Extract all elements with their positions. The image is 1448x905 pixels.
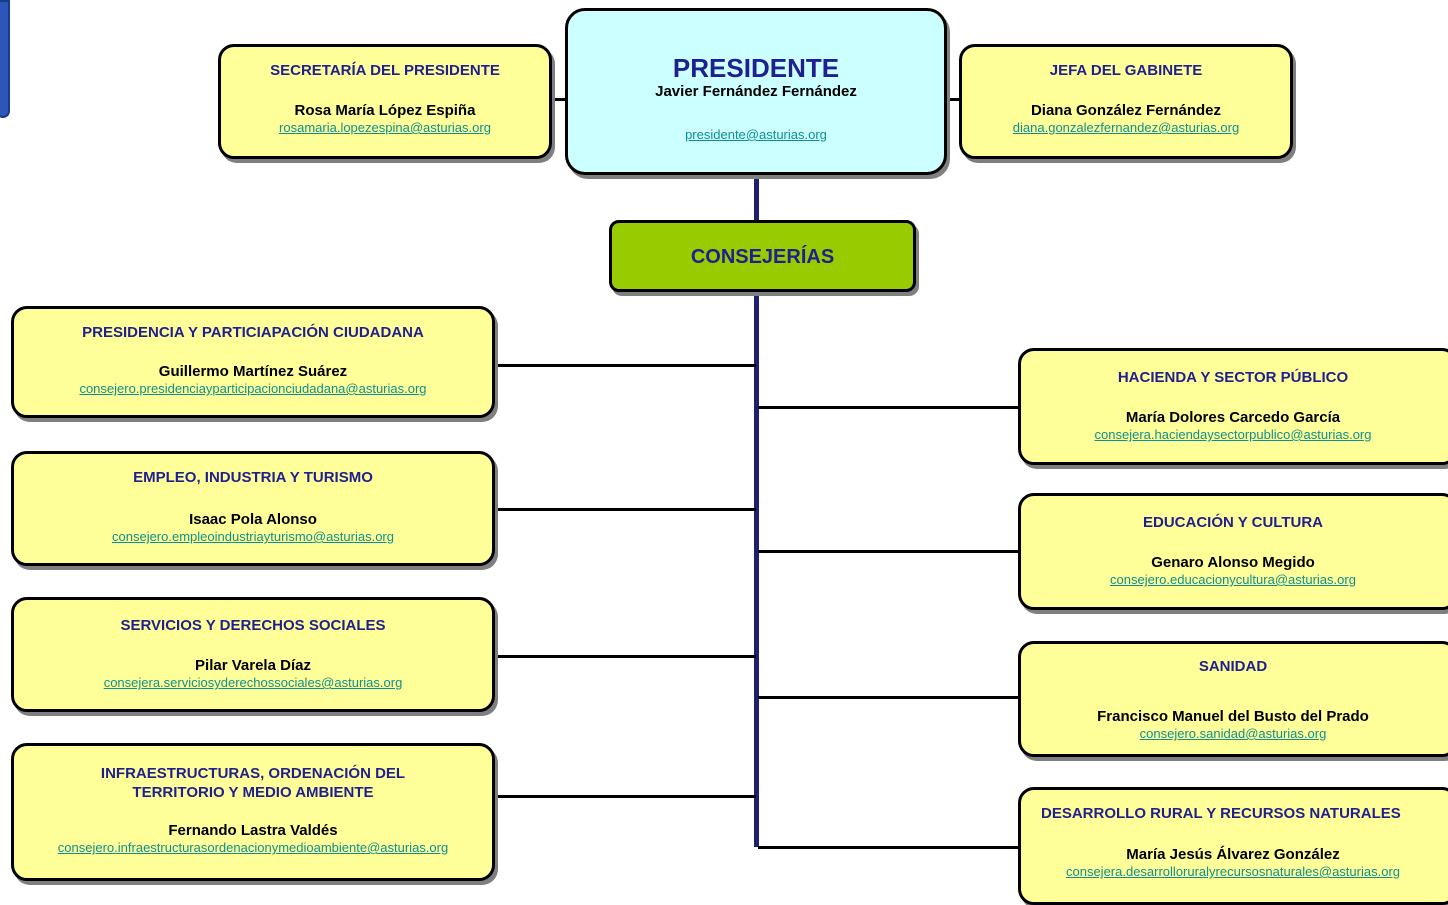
cabinet-name: Diana González Fernández [1030, 102, 1222, 119]
dept-email-link[interactable]: consejero.sanidad@asturias.org [1139, 726, 1327, 741]
dept-head-name: Isaac Pola Alonso [189, 511, 317, 528]
dept-head-name: Genaro Alonso Megido [1151, 554, 1315, 571]
president-email-link[interactable]: presidente@asturias.org [685, 127, 827, 142]
branch-right-1 [758, 406, 1020, 409]
secretary-title: SECRETARÍA DEL PRESIDENTE [270, 62, 500, 79]
branch-left-1 [494, 364, 756, 367]
president-name: Javier Fernández Fernández [655, 83, 857, 100]
branch-right-4 [758, 846, 1020, 849]
dept-email-link[interactable]: consejero.educacionycultura@asturias.org [1110, 572, 1356, 587]
dept-title: SANIDAD [1198, 658, 1268, 675]
president-title: PRESIDENTE [672, 53, 840, 83]
cabinet-box: JEFA DEL GABINETE Diana González Fernánd… [959, 44, 1293, 159]
dept-email-link[interactable]: consejero.empleoindustriayturismo@asturi… [112, 529, 394, 544]
dept-head-name: Fernando Lastra Valdés [168, 822, 338, 839]
dept-title: EMPLEO, INDUSTRIA Y TURISMO [133, 469, 373, 486]
dept-head-name: María Dolores Carcedo García [1125, 409, 1341, 426]
dept-box-presidencia: PRESIDENCIA Y PARTICIAPACIÓN CIUDADANA G… [11, 306, 495, 418]
cabinet-email-link[interactable]: diana.gonzalezfernandez@asturias.org [1012, 120, 1240, 135]
secretary-name: Rosa María López Espiña [294, 102, 476, 119]
dept-title: INFRAESTRUCTURAS, ORDENACIÓN DEL TERRITO… [100, 765, 406, 801]
trunk-upper [754, 174, 759, 222]
branch-left-3 [494, 655, 756, 658]
trunk-main [754, 289, 759, 847]
consejerias-title: CONSEJERÍAS [690, 246, 835, 268]
dept-title: DESARROLLO RURAL Y RECURSOS NATURALES [1041, 805, 1401, 822]
dept-title: SERVICIOS Y DERECHOS SOCIALES [120, 617, 386, 634]
president-box: PRESIDENTE Javier Fernández Fernández pr… [565, 8, 947, 175]
dept-box-servicios: SERVICIOS Y DERECHOS SOCIALES Pilar Vare… [11, 597, 495, 712]
dept-email-link[interactable]: consejera.serviciosyderechossociales@ast… [103, 675, 403, 690]
cabinet-title: JEFA DEL GABINETE [1049, 62, 1203, 79]
connector-secretary [551, 98, 569, 101]
branch-right-3 [758, 696, 1020, 699]
dept-email-link[interactable]: consejero.presidenciayparticipacionciuda… [79, 381, 427, 396]
consejerias-box: CONSEJERÍAS [609, 220, 916, 292]
dept-head-name: Guillermo Martínez Suárez [158, 363, 348, 380]
dept-email-link[interactable]: consejera.desarrolloruralyrecursosnatura… [1065, 864, 1400, 879]
dept-box-infraestructuras: INFRAESTRUCTURAS, ORDENACIÓN DEL TERRITO… [11, 743, 495, 881]
secretary-box: SECRETARÍA DEL PRESIDENTE Rosa María Lóp… [218, 44, 552, 159]
branch-left-2 [494, 508, 756, 511]
dept-email-link[interactable]: consejero.infraestructurasordenacionymed… [57, 840, 449, 855]
connector-cabinet [944, 98, 962, 101]
dept-box-empleo: EMPLEO, INDUSTRIA Y TURISMO Isaac Pola A… [11, 451, 495, 566]
dept-box-desarrollo-rural: DESARROLLO RURAL Y RECURSOS NATURALES Ma… [1018, 787, 1448, 905]
dept-box-sanidad: SANIDAD Francisco Manuel del Busto del P… [1018, 641, 1448, 757]
dept-title: EDUCACIÓN Y CULTURA [1142, 514, 1323, 531]
dept-title: PRESIDENCIA Y PARTICIAPACIÓN CIUDADANA [82, 324, 424, 341]
coat-of-arms-logo [0, 0, 10, 118]
dept-head-name: María Jesús Álvarez González [1126, 846, 1340, 863]
dept-box-educacion: EDUCACIÓN Y CULTURA Genaro Alonso Megido… [1018, 493, 1448, 610]
secretary-email-link[interactable]: rosamaria.lopezespina@asturias.org [279, 120, 491, 135]
dept-email-link[interactable]: consejera.haciendaysectorpublico@asturia… [1094, 427, 1372, 442]
dept-box-hacienda: HACIENDA Y SECTOR PÚBLICO María Dolores … [1018, 348, 1448, 465]
dept-title: HACIENDA Y SECTOR PÚBLICO [1117, 369, 1349, 386]
branch-left-4 [494, 795, 756, 798]
branch-right-2 [758, 550, 1020, 553]
dept-head-name: Pilar Varela Díaz [195, 657, 311, 674]
dept-head-name: Francisco Manuel del Busto del Prado [1097, 708, 1369, 725]
